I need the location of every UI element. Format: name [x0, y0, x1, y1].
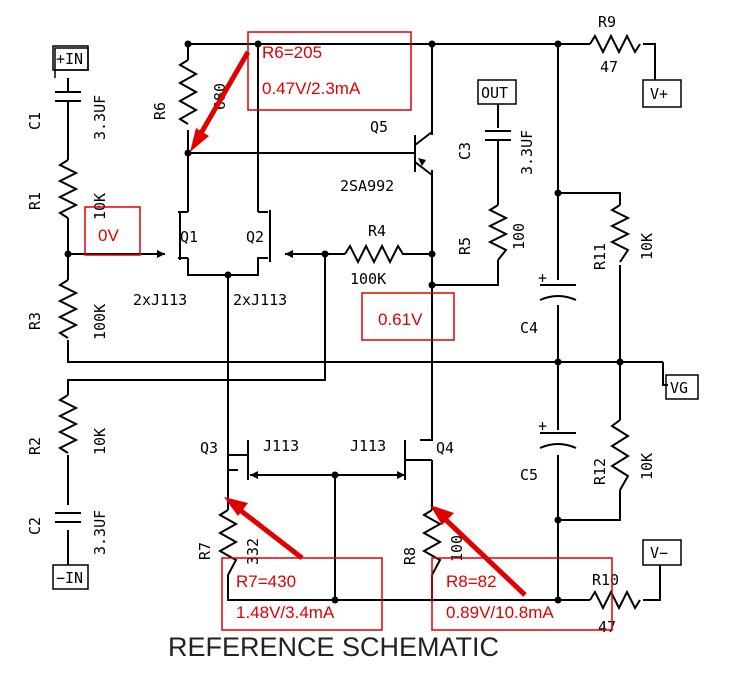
q4-ref: Q4	[436, 439, 454, 457]
svg-text:+IN: +IN	[56, 50, 83, 68]
r7-annotation-measure: 1.48V/3.4mA	[236, 603, 335, 622]
svg-text:0.61V: 0.61V	[378, 310, 423, 329]
port-v-neg: V−	[642, 539, 682, 566]
r8-value: 100	[448, 535, 466, 562]
fet-gate-arrows	[157, 250, 405, 479]
resistor-r5	[487, 204, 509, 261]
q1-ref: Q1	[180, 228, 198, 246]
r4-ref: R4	[368, 222, 386, 240]
r11-value: 10K	[638, 233, 656, 260]
q5-part: 2SA992	[340, 177, 394, 195]
annotation-r7: R7=430 1.48V/3.4mA	[221, 497, 383, 631]
resistor-r9	[589, 33, 641, 55]
r11-ref: R11	[591, 243, 609, 270]
r12-value: 10K	[638, 453, 656, 480]
annotation-r6: R6=205 0.47V/2.3mA	[190, 31, 412, 152]
r2-value: 10K	[91, 428, 109, 455]
wiring	[67, 43, 668, 601]
r6-annotation-value: R6=205	[262, 43, 322, 62]
annotation-r8: R8=82 0.89V/10.8mA	[430, 505, 613, 631]
capacitor-c4: +	[538, 269, 577, 301]
resistor-r11	[609, 204, 631, 263]
resistor-r3	[57, 279, 79, 339]
q3-ref: Q3	[200, 439, 218, 457]
resistor-r12	[610, 419, 630, 491]
q2-ref: Q2	[246, 228, 264, 246]
svg-text:V−: V−	[650, 544, 668, 562]
r5-value: 100	[510, 223, 528, 250]
r3-value: 100K	[91, 304, 109, 340]
r2-ref: R2	[26, 437, 44, 455]
c2-value: 3.3UF	[91, 510, 109, 555]
r6-annotation-measure: 0.47V/2.3mA	[262, 79, 361, 98]
r4-value: 100K	[350, 270, 386, 288]
r12-ref: R12	[591, 458, 609, 485]
capacitor-c2	[55, 512, 81, 523]
resistor-r2	[57, 394, 79, 454]
capacitor-c5: +	[538, 417, 577, 449]
svg-text:+: +	[538, 417, 547, 435]
c1-ref: C1	[26, 112, 44, 130]
r5-ref: R5	[456, 237, 474, 255]
port-in-neg: −IN	[52, 564, 89, 590]
capacitor-c1	[55, 78, 81, 118]
capacitor-c3	[485, 130, 511, 150]
r7-value: 332	[244, 538, 262, 565]
c1-value: 3.3UF	[91, 95, 109, 140]
r7-ref: R7	[196, 542, 214, 560]
component-labels: C1 3.3UF R1 10K R3 100K R2 10K C2 3.3UF …	[26, 13, 656, 636]
annotation-in-voltage: 0V	[84, 206, 141, 256]
q1-part: 2xJ113	[133, 291, 187, 309]
svg-text:+: +	[538, 269, 547, 287]
r8-ref: R8	[401, 547, 419, 565]
r10-ref: R10	[592, 571, 619, 589]
r9-value: 47	[600, 58, 618, 76]
resistor-r1	[57, 159, 79, 219]
junction-dots	[64, 40, 624, 604]
annotation-out-voltage: 0.61V	[361, 292, 455, 341]
svg-text:V+: V+	[650, 85, 668, 103]
svg-text:−IN: −IN	[56, 569, 83, 587]
transistor-q5	[414, 131, 433, 176]
r1-ref: R1	[26, 192, 44, 210]
r7-annotation-value: R7=430	[236, 572, 296, 591]
svg-text:OUT: OUT	[481, 84, 508, 102]
c5-ref: C5	[520, 466, 538, 484]
port-v-pos: V+	[642, 79, 682, 108]
port-vg: VG	[665, 374, 699, 400]
resistor-r6	[177, 59, 199, 125]
resistor-r10	[589, 589, 641, 611]
resistor-r4	[344, 243, 408, 265]
port-out: OUT	[477, 79, 517, 105]
q2-part: 2xJ113	[233, 291, 287, 309]
r8-annotation-measure: 0.89V/10.8mA	[446, 603, 554, 622]
c3-value: 3.3UF	[518, 130, 536, 175]
c2-ref: C2	[26, 517, 44, 535]
r10-value: 47	[598, 618, 616, 636]
r6-ref: R6	[151, 102, 169, 120]
q3-part: J113	[263, 437, 299, 455]
c3-ref: C3	[456, 142, 474, 160]
c4-ref: C4	[520, 319, 538, 337]
q5-ref: Q5	[370, 118, 388, 136]
r9-ref: R9	[598, 13, 616, 31]
q4-part: J113	[350, 437, 386, 455]
r8-annotation-value: R8=82	[446, 572, 497, 591]
r3-ref: R3	[26, 312, 44, 330]
port-in-pos: +IN	[52, 45, 89, 78]
svg-text:0V: 0V	[98, 226, 119, 245]
schematic-title: REFERENCE SCHEMATIC	[168, 632, 499, 662]
svg-text:VG: VG	[670, 379, 688, 397]
